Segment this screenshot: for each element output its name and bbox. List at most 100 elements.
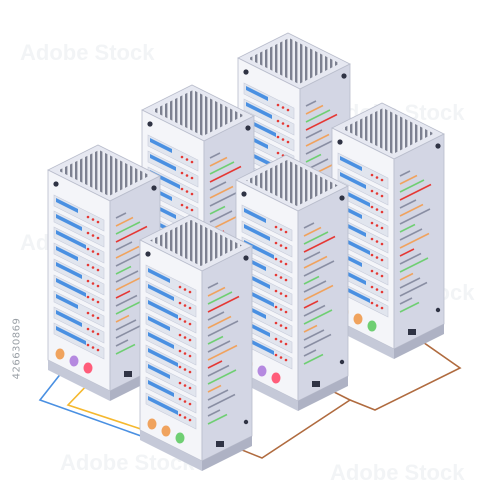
- led: [185, 174, 189, 177]
- led: [276, 151, 280, 155]
- status-line: [303, 226, 322, 237]
- slot-indicator: [148, 332, 174, 349]
- led: [279, 324, 283, 327]
- status-line: [207, 311, 225, 321]
- slot-indicator: [340, 172, 366, 189]
- led: [286, 108, 290, 112]
- led: [375, 304, 379, 307]
- slot-indicator: [148, 396, 178, 415]
- led: [96, 236, 100, 240]
- status-line: [207, 320, 239, 337]
- port: [312, 381, 320, 387]
- status-line: [115, 221, 141, 235]
- status-line: [115, 245, 140, 259]
- status-line: [207, 364, 230, 377]
- status-line: [303, 251, 321, 261]
- status-line: [115, 319, 137, 331]
- rack-top-vent: [248, 38, 340, 84]
- status-line: [115, 216, 134, 227]
- led: [190, 192, 194, 196]
- status-line: [209, 156, 228, 167]
- status-line: [207, 413, 228, 425]
- watermark-text: Adobe Stock: [330, 460, 465, 485]
- status-line: [399, 223, 416, 233]
- led: [284, 310, 288, 314]
- led: [274, 321, 278, 325]
- rack-top-vent: [150, 220, 242, 266]
- led: [284, 326, 288, 330]
- led: [380, 194, 384, 198]
- port: [408, 329, 416, 335]
- led: [178, 317, 182, 321]
- led: [375, 224, 379, 227]
- led: [370, 253, 374, 257]
- status-line: [207, 335, 224, 345]
- status-line: [115, 225, 148, 243]
- screw: [341, 73, 347, 79]
- status-line: [209, 185, 234, 199]
- rack-side-face: [201, 245, 253, 462]
- led: [183, 416, 187, 419]
- led: [276, 103, 280, 107]
- status-line: [207, 369, 237, 385]
- led: [86, 263, 90, 267]
- led: [188, 322, 192, 326]
- status-line: [303, 304, 326, 317]
- led: [178, 349, 182, 353]
- led: [183, 288, 187, 291]
- status-line: [115, 343, 136, 355]
- led: [375, 256, 379, 259]
- status-line: [399, 174, 418, 185]
- status-line: [399, 257, 429, 273]
- status-line: [207, 344, 238, 361]
- slot-indicator: [56, 262, 82, 279]
- led: [183, 304, 187, 307]
- led: [96, 268, 100, 272]
- slot-indicator: [340, 156, 362, 171]
- led: [279, 228, 283, 231]
- status-line: [209, 190, 241, 207]
- led: [375, 272, 379, 275]
- led: [284, 294, 288, 298]
- led: [284, 246, 288, 250]
- status-line: [303, 309, 333, 325]
- control-button: [55, 348, 65, 360]
- led: [274, 273, 278, 277]
- led: [96, 332, 100, 336]
- status-line: [303, 349, 317, 357]
- status-line: [115, 339, 129, 347]
- led: [178, 301, 182, 305]
- led: [86, 295, 90, 299]
- led: [370, 173, 374, 177]
- led: [91, 346, 95, 349]
- led: [276, 119, 280, 123]
- status-line: [207, 389, 229, 401]
- led: [370, 285, 374, 289]
- slot-indicator: [148, 284, 174, 301]
- led: [380, 242, 384, 246]
- led: [86, 279, 90, 283]
- led: [190, 176, 194, 180]
- status-line: [303, 231, 329, 245]
- led: [274, 289, 278, 293]
- screw: [243, 69, 249, 75]
- rack-base: [394, 324, 444, 359]
- led: [91, 250, 95, 253]
- status-line: [305, 129, 323, 139]
- status-line: [399, 208, 431, 225]
- server-rack: [235, 154, 349, 411]
- status-line: [303, 284, 334, 301]
- port: [216, 441, 224, 447]
- status-line: [115, 294, 138, 307]
- status-line: [303, 300, 319, 309]
- control-button: [367, 320, 377, 332]
- slot-indicator: [246, 86, 268, 101]
- status-line: [399, 183, 432, 201]
- led: [284, 262, 288, 266]
- led: [185, 206, 189, 209]
- led: [375, 192, 379, 195]
- led: [286, 124, 290, 128]
- led: [183, 400, 187, 403]
- led: [180, 155, 184, 159]
- slot-indicator: [56, 214, 82, 231]
